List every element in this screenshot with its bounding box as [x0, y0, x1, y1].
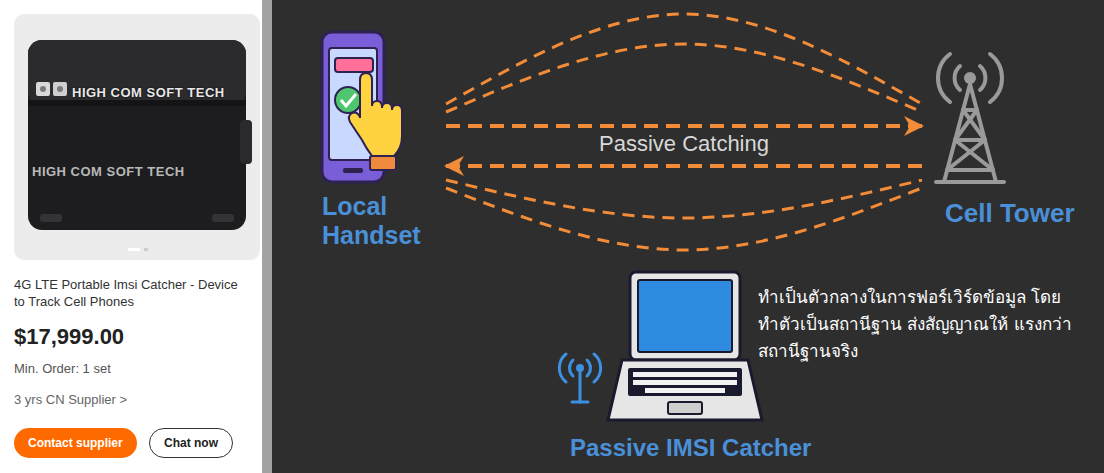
signal-arc	[446, 188, 922, 250]
signal-arc	[446, 44, 922, 112]
supplier-info: 3 yrs CN Supplier >	[14, 391, 248, 408]
imsi-catcher-node: Passive IMSI Catcher ทำเป็นตัวกลางในการฟอ…	[552, 268, 1098, 468]
radio-antenna-icon	[559, 354, 600, 402]
button-label: Chat now	[164, 429, 218, 457]
handset-node: Local Handset	[316, 26, 446, 250]
node-label: Cell Tower	[945, 198, 1094, 228]
product-photo	[14, 14, 260, 260]
signal-arc	[446, 180, 922, 218]
tower-node: Cell Tower	[922, 28, 1098, 234]
product-card: 4G LTE Portable Imsi Catcher - Device to…	[0, 0, 262, 473]
chat-button: Chat now	[149, 428, 233, 458]
node-label: Local Handset	[322, 192, 440, 250]
connectors	[446, 14, 922, 250]
signal-arc	[446, 14, 922, 104]
phone-icon	[322, 32, 402, 182]
product-title: 4G LTE Portable Imsi Catcher - Device to…	[14, 276, 248, 310]
watermark: HIGH COM SOFT TECH	[72, 85, 225, 100]
cell-tower-icon	[936, 54, 1004, 182]
contact-button: Contact supplier	[14, 428, 137, 458]
arrow-connector	[446, 124, 922, 128]
divider-strip	[262, 0, 272, 473]
min-order: Min. Order: 1 set	[14, 360, 248, 377]
edge-label: Passive Catching	[595, 131, 773, 157]
button-label: Contact supplier	[28, 428, 123, 458]
node-label: Passive IMSI Catcher	[570, 434, 811, 462]
annotation-text: ทำเป็นตัวกลางในการฟอร์เวิร์ดข้อมูล โดยทำ…	[758, 284, 1094, 365]
arrow-connector	[446, 164, 922, 168]
watermark: HIGH COM SOFT TECH	[32, 164, 185, 179]
laptop-icon	[608, 272, 762, 420]
product-price: $17,999.00	[14, 324, 248, 350]
